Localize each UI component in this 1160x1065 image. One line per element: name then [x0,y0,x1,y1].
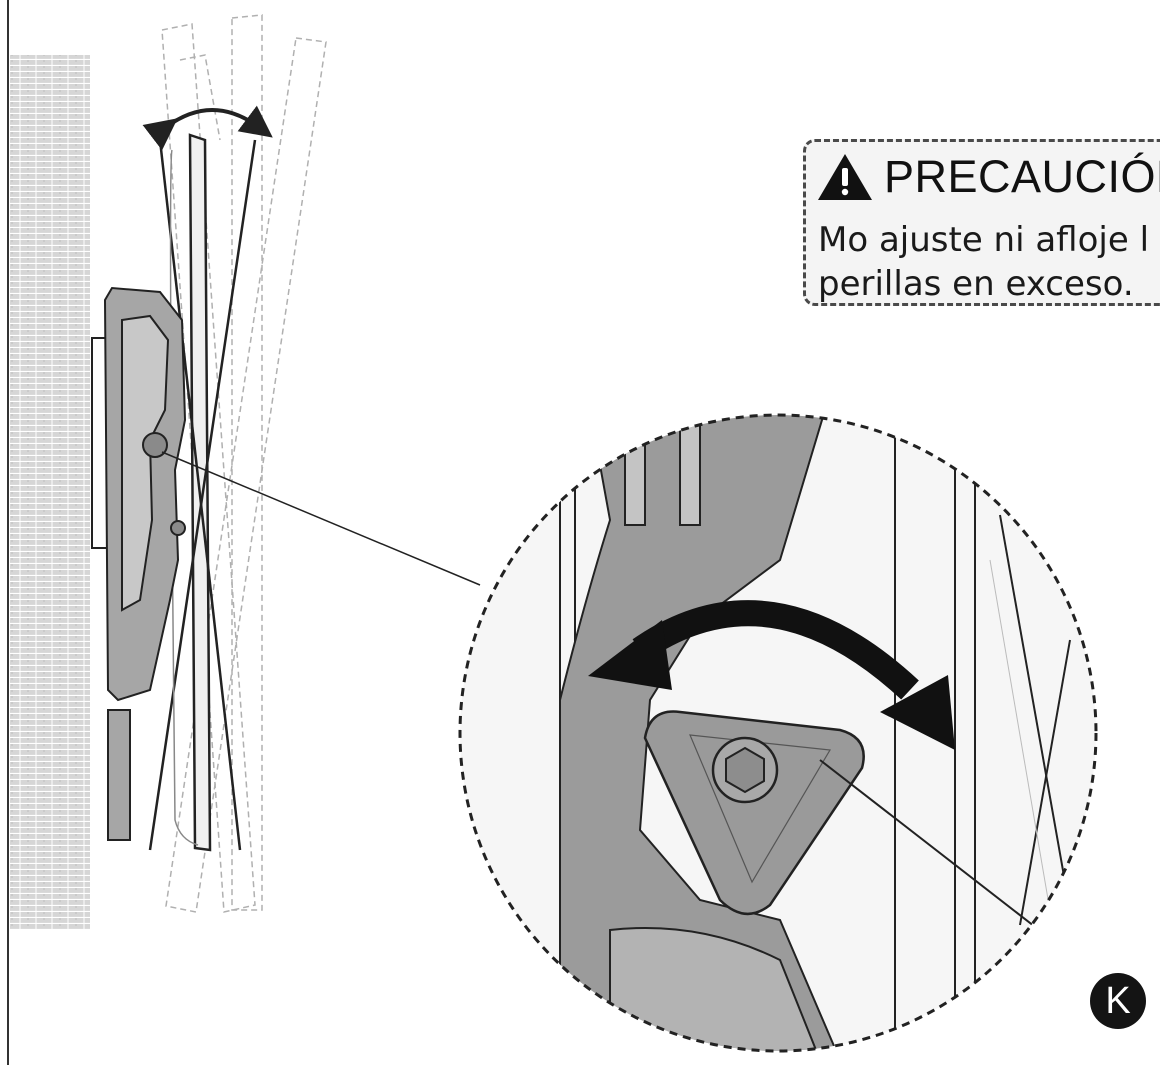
caution-title: PRECAUCIÓN [884,151,1160,202]
callout-k-badge: K [1090,973,1146,1029]
caution-message: Mo ajuste ni afloje l perillas en exceso… [818,218,1160,304]
knob-k [643,710,865,915]
tv-tilt-ghosts [161,14,327,913]
leader-line [161,451,481,586]
tilt-arrow [142,105,273,151]
caution-line-2: perillas en exceso. [818,264,1134,304]
warning-triangle-icon [818,154,872,200]
wall [10,55,90,930]
caution-header: PRECAUCIÓN [816,152,1160,202]
wall-bracket [91,286,187,841]
caution-box: PRECAUCIÓN Mo ajuste ni afloje l perilla… [803,139,1160,306]
zoom-circle-border [458,413,1098,1053]
zoom-detail [460,415,1096,1051]
caution-line-1: Mo ajuste ni afloje l [818,220,1150,260]
